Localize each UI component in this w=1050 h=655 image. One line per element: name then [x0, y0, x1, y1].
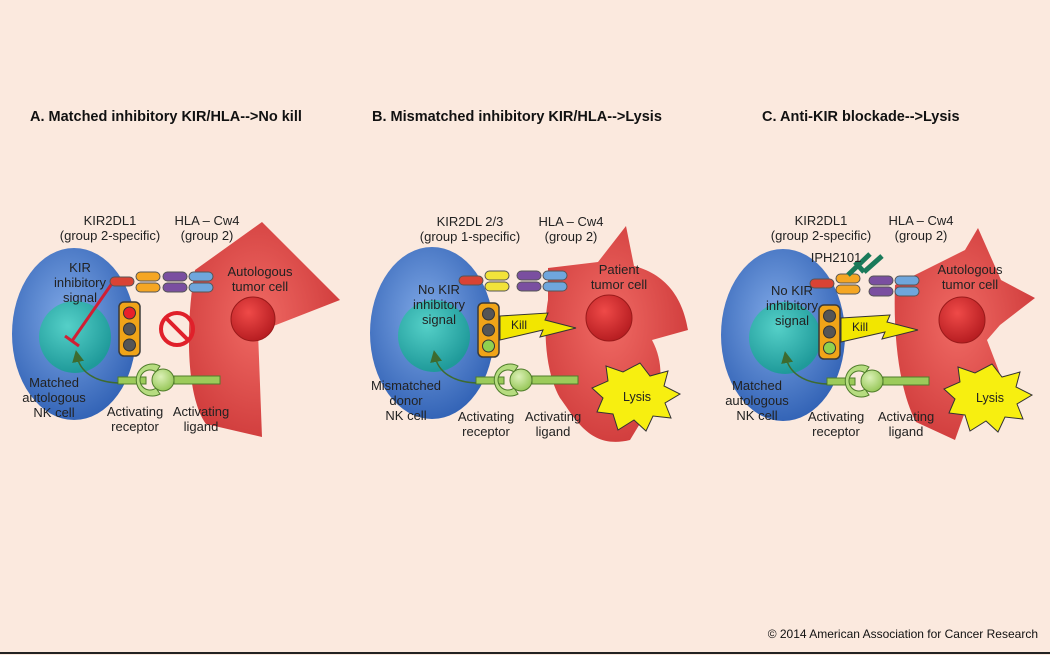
tumor-label-a: Autologous tumor cell [227, 264, 293, 294]
nk-label-b: Mismatched donor NK cell [370, 378, 442, 423]
receptor-label-a: Activating receptor [106, 404, 164, 434]
hla-label-a: HLA – Cw4 (group 2) [174, 213, 240, 243]
activation-arrow-c [781, 351, 828, 385]
kill-label-c: Kill [851, 320, 868, 334]
kir-label-a: KIR2DL1 (group 2-specific) [59, 213, 161, 243]
lysis-label-c: Lysis [975, 391, 1004, 405]
panel-a-title: A. Matched inhibitory KIR/HLA-->No kill [30, 109, 302, 125]
panel-b-title: B. Mismatched inhibitory KIR/HLA-->Lysis [372, 109, 662, 125]
tumor-nucleus-b [585, 294, 633, 342]
receptor-label-b: Activating receptor [457, 409, 515, 439]
kir-receptor-b [458, 270, 510, 292]
bottom-rule [0, 652, 1050, 654]
kir-label-b: KIR2DL 2/3 (group 1-specific) [419, 214, 521, 244]
hla-molecule-a [162, 271, 214, 293]
hla-molecule-b [516, 270, 568, 292]
kir-label-c: KIR2DL1 (group 2-specific) [770, 213, 872, 243]
receptor-label-c: Activating receptor [807, 409, 865, 439]
lysis-burst-c [943, 363, 1034, 433]
lysis-label-b: Lysis [622, 390, 651, 404]
traffic-light-green-icon [477, 302, 500, 358]
copyright: © 2014 American Association for Cancer R… [767, 627, 1038, 641]
traffic-light-green-icon [818, 304, 841, 360]
activation-arrow-b [430, 350, 477, 384]
activation-arrow-a [72, 350, 119, 384]
activating-pair-a [117, 363, 221, 397]
tumor-nucleus-a [230, 296, 276, 342]
nk-label-c: Matched autologous NK cell [725, 378, 789, 423]
kill-label-b: Kill [510, 318, 527, 332]
signal-label-b: No KIR inhibitory signal [412, 282, 466, 327]
hla-label-b: HLA – Cw4 (group 2) [538, 214, 604, 244]
panel-c-title: C. Anti-KIR blockade-->Lysis [762, 109, 960, 125]
signal-label-c: No KIR inhibitory signal [765, 283, 819, 328]
nk-nucleus-c [749, 302, 821, 374]
kir-receptor-c [809, 273, 861, 295]
inhibitory-arrow-a [64, 281, 115, 348]
panel-b [370, 226, 688, 442]
panel-c [721, 228, 1035, 440]
nk-label-a: Matched autologous NK cell [22, 375, 86, 420]
lysis-burst-b [591, 362, 682, 432]
traffic-light-red-icon [118, 301, 141, 357]
kir-receptor-a [109, 271, 161, 293]
kill-bolt-b [499, 312, 577, 341]
tumor-label-c: Autologous tumor cell [937, 262, 1003, 292]
ligand-label-b: Activating ligand [524, 409, 582, 439]
ligand-label-a: Activating ligand [172, 404, 230, 434]
antibody-icon [846, 252, 884, 277]
tumor-label-b: Patient tumor cell [590, 262, 648, 292]
ligand-label-c: Activating ligand [877, 409, 935, 439]
signal-label-a: KIR inhibitory signal [53, 260, 107, 305]
no-entry-icon [159, 311, 195, 347]
kill-bolt-c [840, 314, 919, 343]
activating-pair-b [475, 363, 579, 397]
hla-molecule-c [868, 275, 920, 297]
activating-pair-c [826, 364, 930, 398]
panel-a [12, 222, 340, 437]
tumor-cell-a [188, 222, 340, 437]
hla-label-c: HLA – Cw4 (group 2) [888, 213, 954, 243]
nk-nucleus-b [398, 300, 470, 372]
tumor-nucleus-c [938, 296, 986, 344]
antibody-label: IPH2101 [810, 250, 862, 265]
